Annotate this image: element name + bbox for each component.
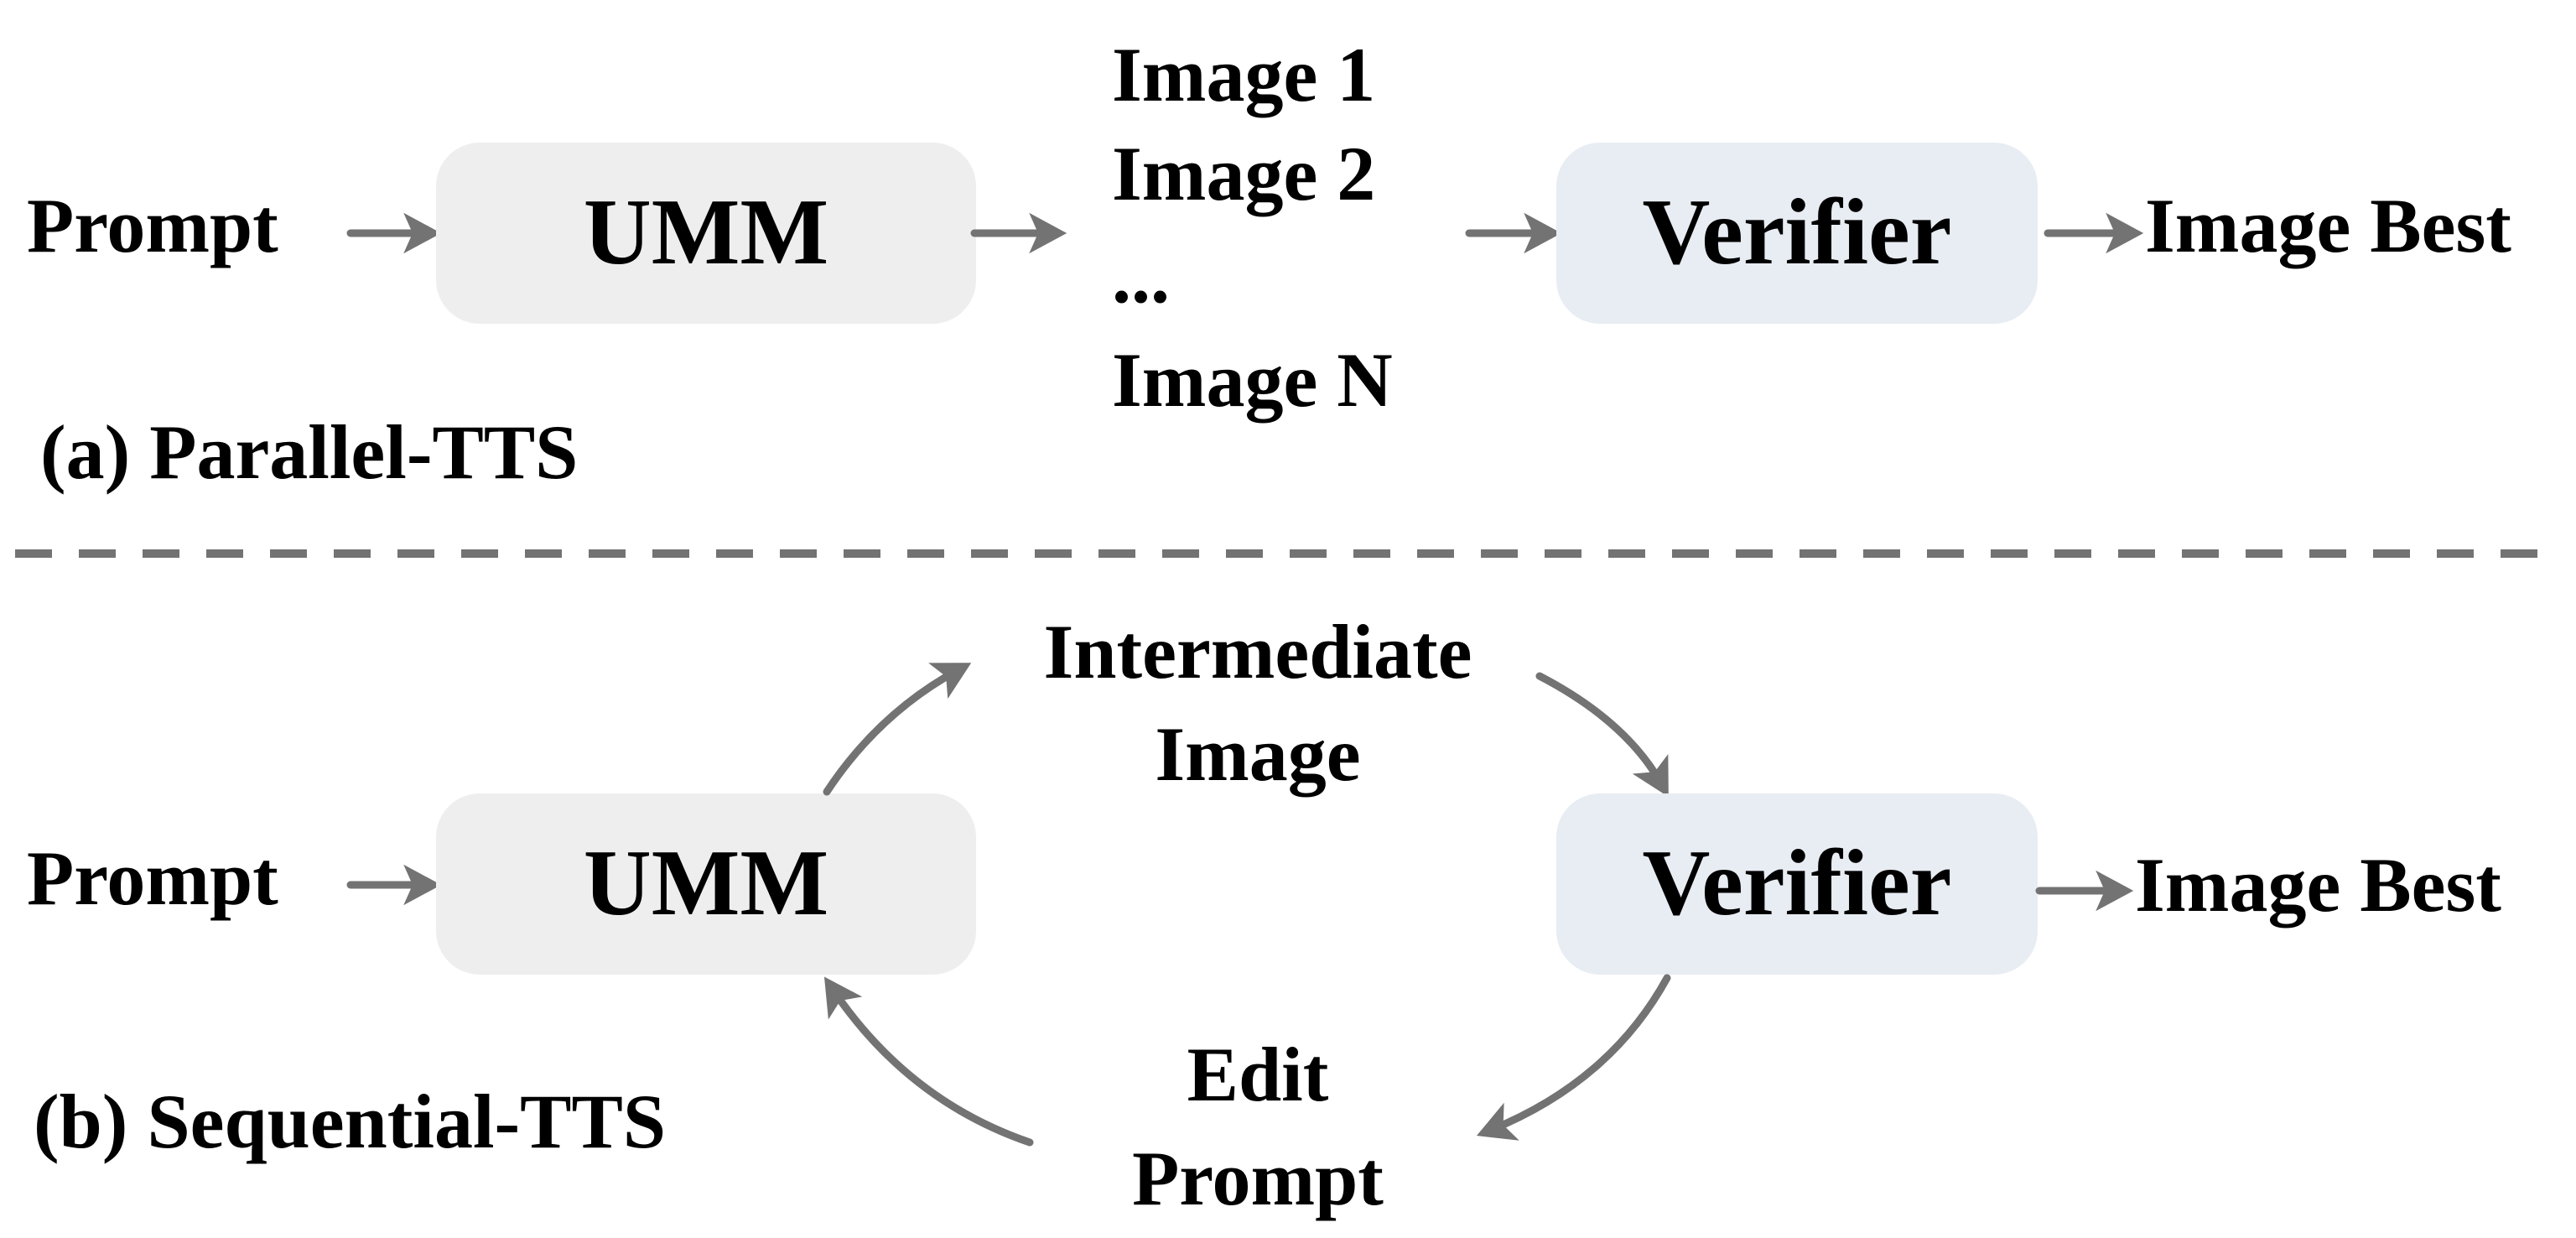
umm-to-intermediate-arrow [823,663,972,796]
parallel-verifier-box [1556,143,2038,324]
parallel-image-list: Image 1 Image 2 ... Image N [1112,32,1393,423]
edit-prompt-line1: Edit [1187,1032,1329,1117]
parallel-tts-section: Prompt UMM Image 1 Image 2 ... Image N V… [27,32,2511,495]
sequential-caption: (b) Sequential-TTS [34,1079,666,1164]
parallel-umm-label: UMM [584,180,828,284]
verifier-to-edit-arrow [1476,974,1671,1141]
intermediate-image-line2: Image [1155,711,1360,797]
parallel-caption: (a) Parallel-TTS [40,409,578,495]
parallel-image-2: Image 2 [1112,131,1375,216]
sequential-verifier-box [1556,793,2038,975]
parallel-umm-box [436,143,976,324]
sequential-output-label: Image Best [2135,842,2501,928]
sequential-umm-box [436,793,976,975]
parallel-prompt-label: Prompt [27,183,278,268]
parallel-image-n: Image N [1112,337,1393,423]
parallel-image-1: Image 1 [1112,32,1375,117]
sequential-prompt-label: Prompt [27,835,278,921]
parallel-output-label: Image Best [2145,183,2511,268]
sequential-umm-label: UMM [584,831,828,935]
intermediate-image-line1: Intermediate [1044,609,1472,694]
edit-to-umm-arrow [823,976,1034,1147]
sequential-verifier-label: Verifier [1643,831,1952,935]
parallel-image-ellipsis: ... [1112,233,1170,319]
intermediate-to-verifier-arrow [1535,672,1669,798]
parallel-verifier-label: Verifier [1643,180,1952,284]
sequential-tts-section: Prompt UMM Intermediate Image Verifier I… [27,609,2501,1221]
edit-prompt-line2: Prompt [1132,1136,1384,1221]
